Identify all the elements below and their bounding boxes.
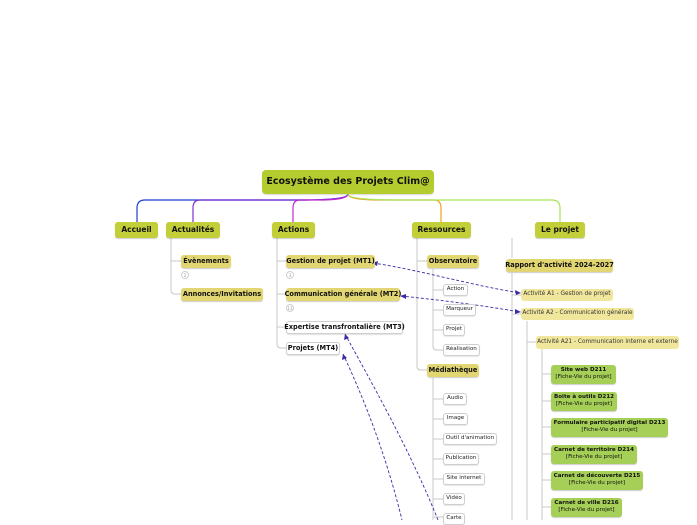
deliverable-subtitle: [Fiche-Vie du projet]: [565, 454, 623, 460]
leaf-carte[interactable]: Carte: [443, 513, 465, 525]
tree-line-ressources: [416, 238, 427, 371]
deliverable-d216[interactable]: Carnet de ville D216 [Fiche-Vie du proje…: [551, 498, 622, 517]
node-communication-generale-mt2[interactable]: Communication générale (MT2): [285, 288, 401, 301]
deliverable-title: Carnet de territoire D214: [554, 447, 634, 454]
deliverable-title: Formulaire participatif digital D213: [553, 420, 666, 427]
deliverable-title: Site web D211: [560, 367, 607, 374]
tree-line-projet: [511, 238, 521, 520]
node-activite-a21[interactable]: Activité A21 - Communication interne et …: [536, 336, 679, 349]
deliverable-subtitle: [Fiche-Vie du projet]: [555, 374, 612, 380]
leaf-publication[interactable]: Publication: [443, 453, 479, 465]
tree-line-actions: [276, 238, 286, 349]
node-evenements[interactable]: Évènements: [181, 255, 231, 268]
deliverable-subtitle: [Fiche-Vie du projet]: [568, 480, 626, 486]
arrowhead-a1: [515, 290, 521, 295]
connector-accueil: [136, 193, 349, 222]
node-observatoire[interactable]: Observatoire: [427, 255, 479, 268]
leaf-projet[interactable]: Projet: [443, 324, 465, 336]
relation-mt3-down: [344, 333, 439, 520]
arrowhead-mt4: [342, 354, 347, 360]
root-node[interactable]: Ecosystème des Projets Clim@: [262, 170, 434, 194]
node-activite-a1[interactable]: Activité A1 - Gestion de projet: [521, 289, 613, 301]
node-annonces-invitations[interactable]: Annonces/Invitations: [181, 288, 263, 301]
connector-actions: [292, 193, 349, 222]
collapse-counter-evenements[interactable]: 2: [181, 271, 189, 279]
arrowhead-a2: [515, 309, 521, 314]
leaf-outil-danimation[interactable]: Outil d'animation: [443, 433, 497, 445]
deliverable-title: Carnet de ville D216: [554, 500, 619, 507]
leaf-marqueur[interactable]: Marqueur: [443, 304, 476, 316]
tree-line-observatoire: [432, 269, 443, 351]
node-rapport-activite[interactable]: Rapport d'activité 2024-2027: [505, 259, 614, 272]
relation-mt1-a1: [372, 262, 521, 294]
tree-line-a21: [541, 349, 551, 520]
branch-actualites[interactable]: Actualités: [166, 222, 220, 238]
deliverable-subtitle: [Fiche-Vie du projet]: [581, 427, 638, 433]
tree-line-a2: [526, 321, 536, 520]
deliverable-d212[interactable]: Boite à outils D212 [Fiche-Vie du projet…: [551, 392, 617, 411]
arrowhead-mt3: [344, 334, 349, 340]
deliverable-d213[interactable]: Formulaire participatif digital D213 [Fi…: [551, 418, 668, 437]
node-activite-a2[interactable]: Activité A2 - Communication générale: [521, 308, 634, 320]
tree-line-mediatheque: [432, 378, 443, 520]
relation-mt4-down: [342, 353, 403, 520]
leaf-realisation[interactable]: Réalisation: [443, 344, 480, 356]
node-mediatheque[interactable]: Médiathèque: [427, 364, 479, 377]
branch-actions[interactable]: Actions: [272, 222, 315, 238]
collapse-counter-mt2[interactable]: 13: [286, 304, 294, 312]
leaf-image[interactable]: Image: [443, 413, 468, 425]
leaf-site-internet[interactable]: Site internet: [443, 473, 485, 485]
collapse-counter-mt1[interactable]: 3: [286, 271, 294, 279]
connector-projet: [347, 193, 561, 222]
deliverable-subtitle: [Fiche-Vie du projet]: [555, 401, 613, 407]
deliverable-subtitle: [Fiche-Vie du projet]: [558, 507, 615, 513]
deliverable-title: Boite à outils D212: [553, 394, 615, 401]
leaf-action[interactable]: Action: [443, 284, 468, 296]
leaf-audio[interactable]: Audio: [443, 393, 467, 405]
deliverable-d215[interactable]: Carnet de découverte D215 [Fiche-Vie du …: [551, 471, 643, 490]
node-expertise-transfrontaliere-mt3[interactable]: Expertise transfrontalière (MT3): [284, 321, 405, 334]
branch-ressources[interactable]: Ressources: [412, 222, 471, 238]
arrowhead-mt2: [400, 294, 406, 299]
branch-accueil[interactable]: Accueil: [115, 222, 158, 238]
relation-mt2-a2: [400, 295, 521, 313]
node-gestion-de-projet-mt1[interactable]: Gestion de projet (MT1): [286, 255, 375, 268]
deliverable-title: Carnet de découverte D215: [553, 473, 641, 480]
branch-le-projet[interactable]: Le projet: [535, 222, 585, 238]
node-projets-mt4[interactable]: Projets (MT4): [286, 342, 340, 355]
connector-actualites: [192, 193, 349, 222]
tree-line-actualites: [170, 238, 181, 295]
deliverable-d211[interactable]: Site web D211 [Fiche-Vie du projet]: [551, 365, 616, 384]
arrowhead-mt1: [372, 261, 378, 266]
deliverable-d214[interactable]: Carnet de territoire D214 [Fiche-Vie du …: [551, 445, 637, 464]
leaf-video[interactable]: Vidéo: [443, 493, 465, 505]
